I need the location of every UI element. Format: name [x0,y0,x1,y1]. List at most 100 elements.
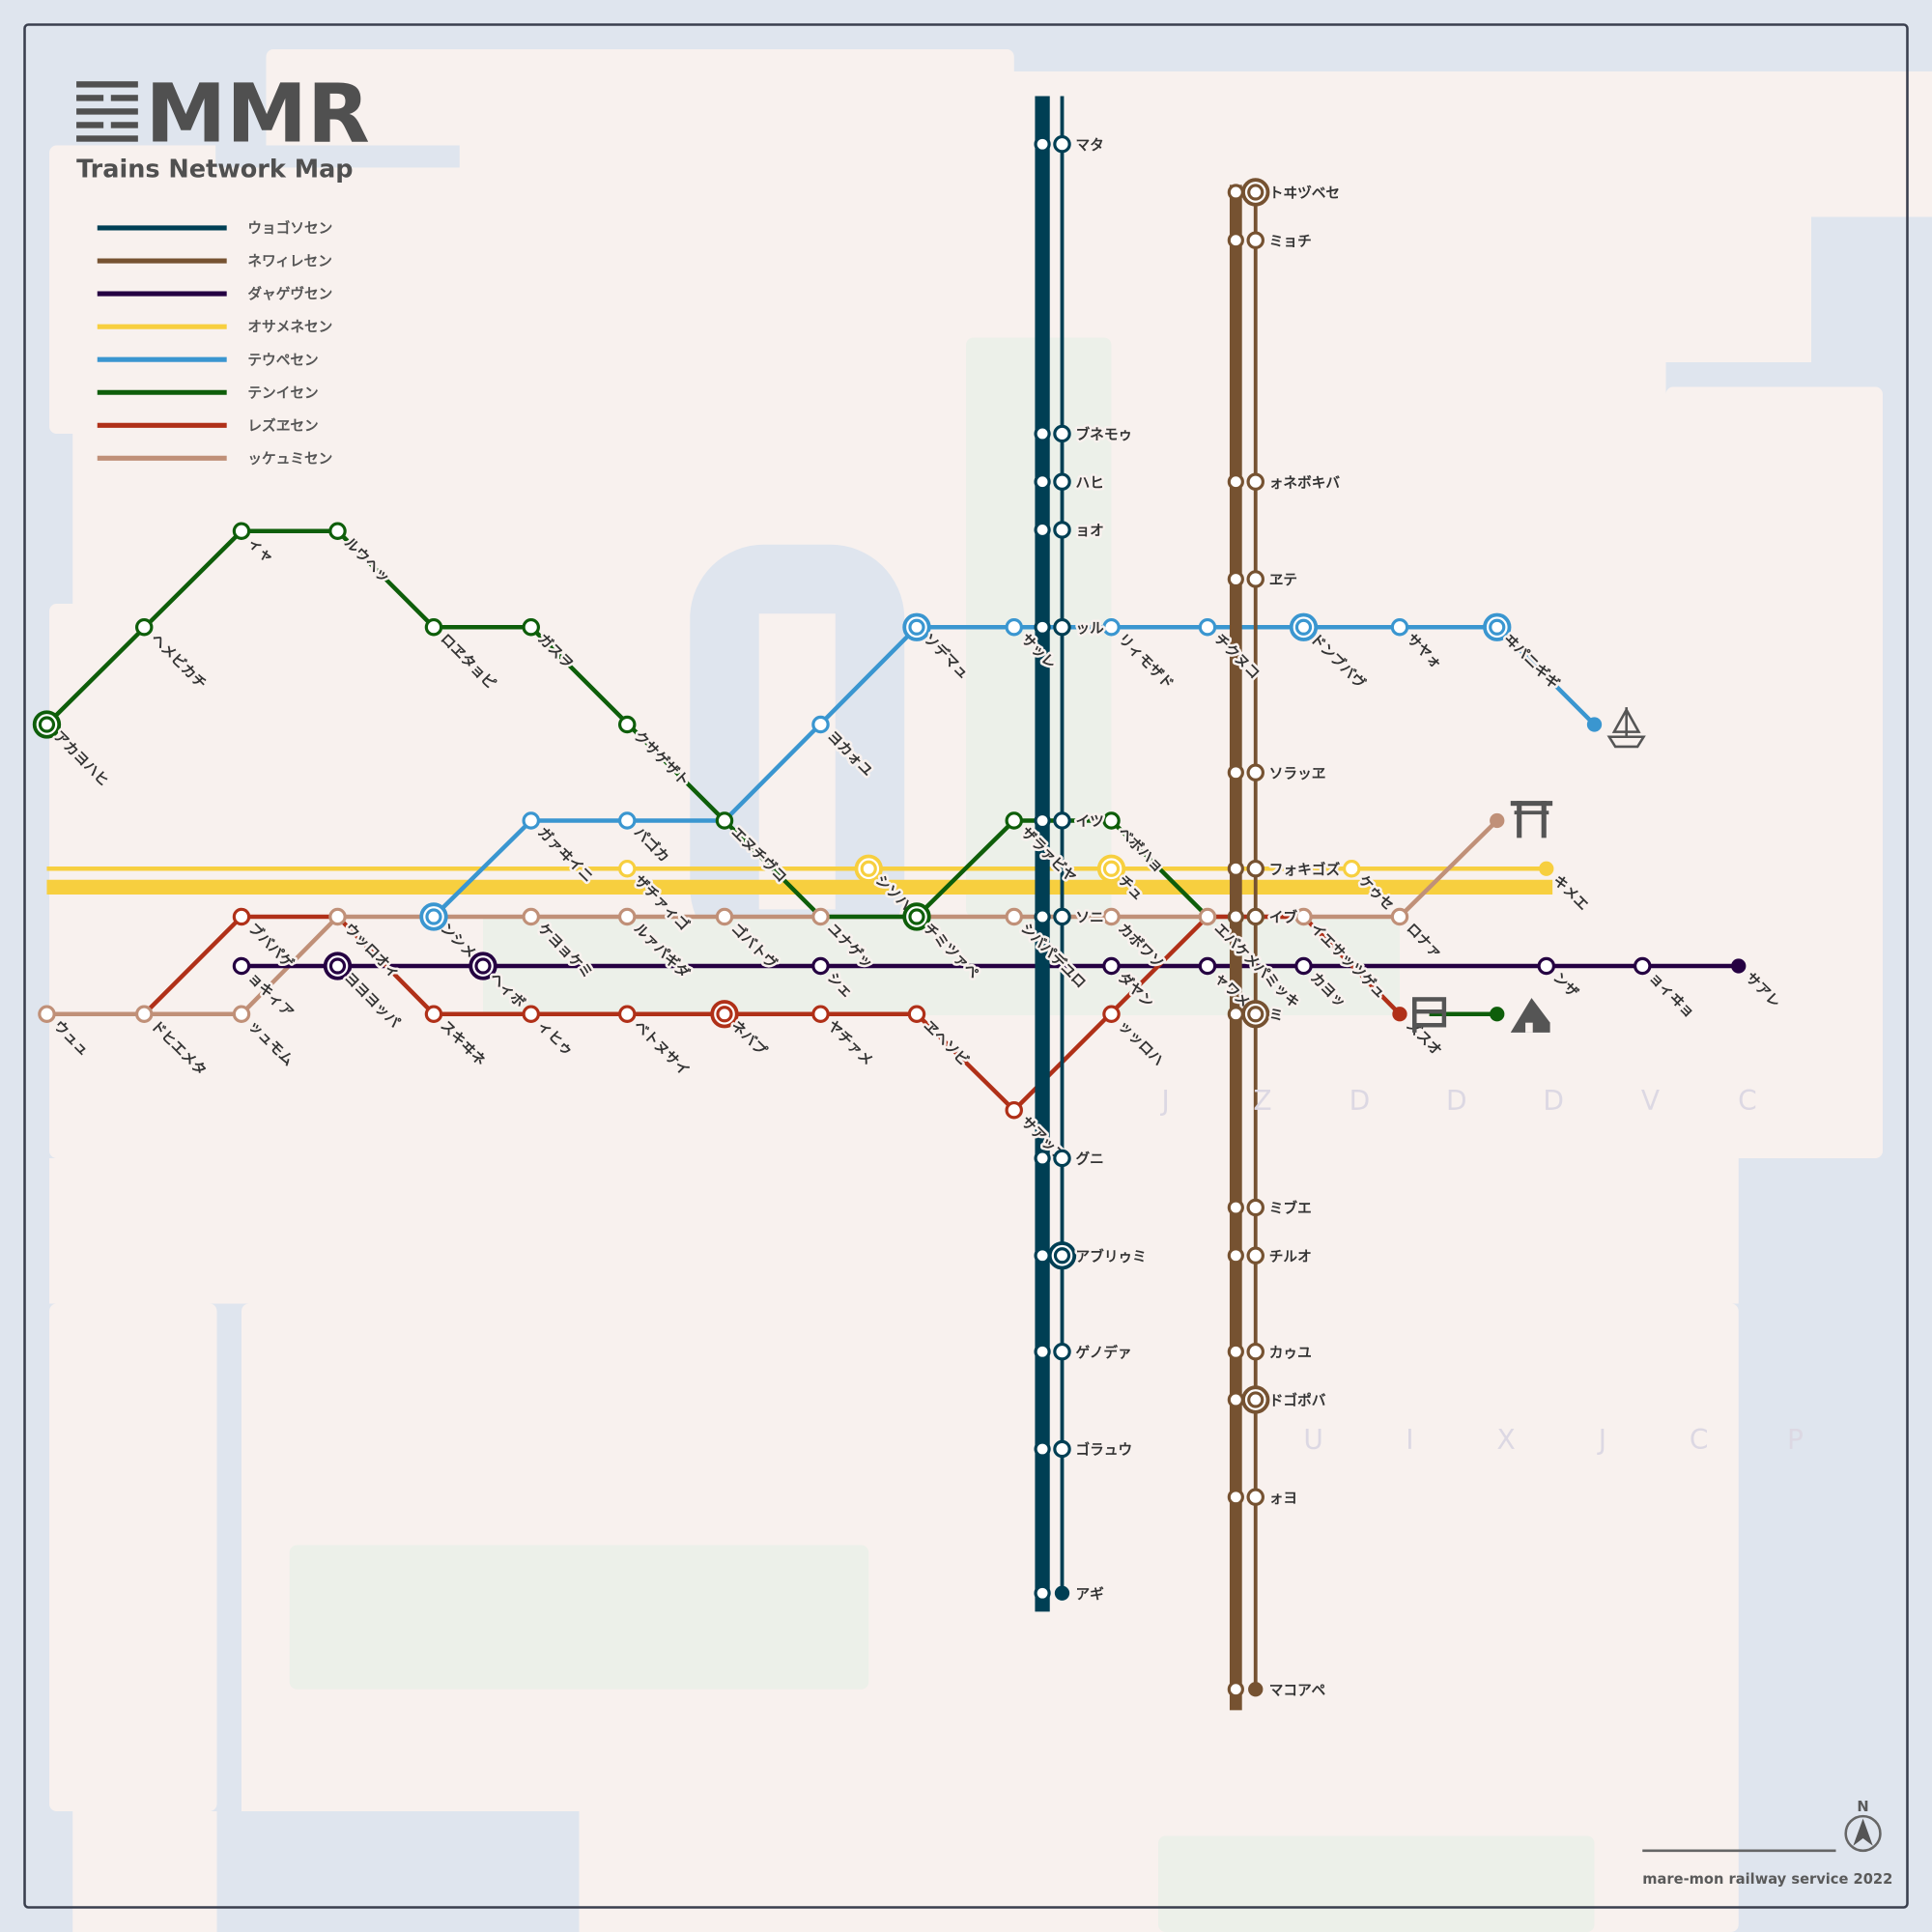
teal-station[interactable]: ゴラュウ [1034,1438,1135,1461]
brown-station[interactable]: チルオ [1227,1246,1314,1267]
teal-station[interactable]: ハヒ [1034,472,1106,494]
brown-station[interactable]: ォヨ [1227,1488,1300,1509]
grid-letter: X [1497,1424,1516,1456]
interchange-inner [1053,1247,1071,1264]
station-marker [232,1005,251,1023]
green-station[interactable] [1490,1007,1505,1022]
brown-station[interactable]: カゥユ [1227,1342,1314,1364]
station-marker [1053,472,1071,491]
teal-station[interactable]: ブネモゥ [1034,423,1135,445]
teal-station[interactable]: ッル [1034,617,1107,639]
brown-station[interactable]: イブ [1227,906,1300,928]
station-marker [907,1005,926,1023]
blue-station[interactable] [1586,717,1603,732]
teal-station[interactable]: ソニ [1034,907,1106,928]
teal-station[interactable]: ゲノデァ [1034,1341,1134,1364]
station-marker [811,956,830,976]
station-marker [1227,908,1244,925]
station-marker [1227,1199,1244,1216]
credit-text: mare-mon railway service 2022 [1642,1871,1892,1888]
legend-label: ネワィレセン [247,253,332,270]
station-marker [424,617,443,637]
legend-label: ダャゲヴセン [247,285,332,302]
station-marker [1034,1247,1051,1264]
station-marker [617,859,637,878]
teal-station[interactable]: ョオ [1034,521,1106,542]
interchange-inner [1489,618,1506,636]
brown-station[interactable]: ォネボキバ [1227,472,1343,494]
tent-icon [1510,998,1550,1033]
station-label: カゥユ [1269,1345,1312,1361]
terminus-marker [1731,958,1747,974]
legend-label: ッケュミセン [247,450,332,467]
station-marker [1034,473,1051,491]
station-label: イブ [1269,909,1298,926]
terminus-marker [1490,1007,1505,1022]
teal-station[interactable]: グニ [1034,1148,1106,1170]
blue-station[interactable] [419,902,448,931]
station-marker [1034,521,1051,539]
teal-station[interactable]: アブリゥミ [1034,1241,1149,1270]
brown-station[interactable]: ドゴポバ [1227,1385,1328,1414]
station-marker [522,1005,540,1023]
station-label: マコアペ [1269,1682,1326,1698]
grid-letter: J [1159,1085,1169,1117]
station-marker [522,617,540,637]
station-marker [1227,1247,1244,1264]
brown-station[interactable]: ミブエ [1227,1197,1314,1219]
tan-station[interactable] [1490,812,1505,829]
station-marker [1102,907,1121,926]
brown-station[interactable]: トヰヅベセ [1227,178,1343,207]
station-marker [1537,956,1556,976]
station-marker [1246,1342,1264,1361]
station-label: ブネモゥ [1076,426,1133,443]
brown-station[interactable]: ミ [1227,1000,1286,1029]
station-marker [1227,232,1244,249]
station-marker [328,522,347,540]
grid-letter: I [1406,1424,1413,1456]
interchange-inner [716,1006,733,1023]
station-marker [1102,811,1121,830]
station-marker [1053,1149,1071,1168]
interchange-inner [908,908,925,925]
station-marker [1053,811,1071,830]
station-marker [617,811,637,830]
station-marker [232,907,251,926]
station-label: チルオ [1269,1248,1312,1264]
brown-station[interactable]: フォキゴズ [1227,858,1343,881]
station-marker [1005,617,1023,637]
station-label: ォヨ [1269,1490,1297,1506]
terminus-marker [1586,717,1603,732]
station-marker [1198,907,1217,926]
station-marker [715,907,734,926]
station-marker [1005,1100,1023,1120]
brown-station[interactable]: ヱテ [1227,570,1300,591]
interchange-inner [425,908,442,925]
station-label: ドゴポバ [1269,1392,1326,1409]
teal-station[interactable]: マタ [1034,134,1106,156]
terminus-marker [1248,1682,1264,1697]
legend-label: レズヱセン [247,416,318,434]
station-marker [134,1005,154,1023]
map-subtitle: Trains Network Map [76,156,353,185]
interchange-inner [474,957,492,975]
brown-station[interactable]: マコアペ [1227,1680,1328,1701]
interchange-inner [1247,1391,1264,1408]
brown-station[interactable]: ミョチ [1227,231,1314,252]
station-marker [1294,956,1313,976]
grid-letter: U [1303,1424,1323,1456]
grid-letter: D [1446,1085,1467,1117]
station-label: ゲノデァ [1076,1344,1132,1361]
interchange-inner [908,618,925,636]
station-label: ッル [1076,620,1105,637]
station-marker [1102,617,1121,637]
teal-station[interactable]: イツ [1034,811,1106,833]
station-marker [328,907,347,926]
station-marker [715,811,734,830]
station-marker [1034,425,1051,442]
station-marker [1390,907,1409,926]
terminus-marker [1490,812,1505,829]
station-marker [1246,231,1264,249]
teal-station[interactable]: アギ [1034,1583,1107,1605]
brown-station[interactable]: ソラッヱ [1227,763,1328,784]
